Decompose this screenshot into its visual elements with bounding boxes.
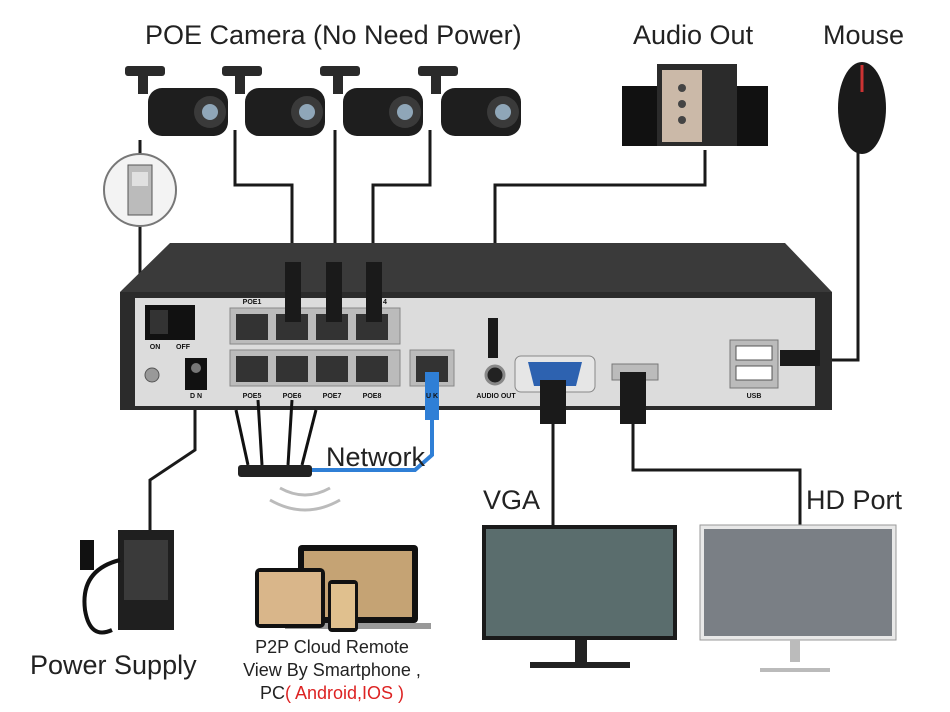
p2p-label: P2P Cloud Remote View By Smartphone , PC… [232, 636, 432, 705]
port-label-poe1: POE1 [242, 299, 262, 306]
mouse [838, 62, 886, 154]
audio-out-label: Audio Out [633, 20, 754, 50]
camera-2 [222, 66, 325, 136]
port-label-poe5: POE5 [242, 393, 262, 400]
port-label-uplink: U K [425, 393, 439, 400]
port-label-poe6: POE6 [282, 393, 302, 400]
camera-1 [125, 66, 228, 136]
hd-port-label: HD Port [806, 485, 903, 515]
switch-label-off: OFF [176, 344, 190, 351]
port-label-usb: USB [746, 393, 762, 400]
hd-monitor [699, 524, 897, 672]
p2p-platforms: ( Android,IOS ) [284, 683, 405, 703]
mouse-label: Mouse [823, 20, 905, 50]
rj45-callout [103, 153, 177, 227]
p2p-line-1: P2P Cloud Remote [255, 637, 409, 657]
port-label-poe4: 4 [383, 299, 387, 306]
vga-label: VGA [483, 485, 541, 515]
p2p-line-3-prefix: PC [259, 683, 285, 703]
mobile-devices [255, 545, 431, 632]
camera-3 [320, 66, 423, 136]
camera-4 [418, 66, 521, 136]
switch-label-on: ON [149, 344, 161, 351]
port-label-dc-in: D N [189, 393, 203, 400]
poe-camera-label: POE Camera (No Need Power) [145, 20, 522, 50]
cable-plugs [285, 262, 820, 424]
speakers [622, 64, 768, 146]
port-label-poe8: POE8 [362, 393, 382, 400]
p2p-line-3: PC( Android,IOS ) [232, 682, 432, 705]
power-adapter [80, 530, 174, 635]
power-supply-label: Power Supply [30, 650, 197, 680]
port-label-audio-out: AUDIO OUT [476, 393, 516, 400]
p2p-line-2: View By Smartphone , [243, 660, 421, 680]
port-label-poe7: POE7 [322, 393, 342, 400]
poe-cameras [125, 66, 521, 136]
nvr-recorder [120, 243, 832, 410]
network-label: Network [326, 442, 426, 472]
hdmi-cable [631, 420, 802, 525]
network-cable [310, 400, 434, 472]
camera4-cable [371, 130, 432, 280]
power-cable [148, 405, 197, 530]
router [234, 399, 341, 512]
camera2-cable [233, 130, 294, 280]
vga-monitor [482, 525, 677, 668]
